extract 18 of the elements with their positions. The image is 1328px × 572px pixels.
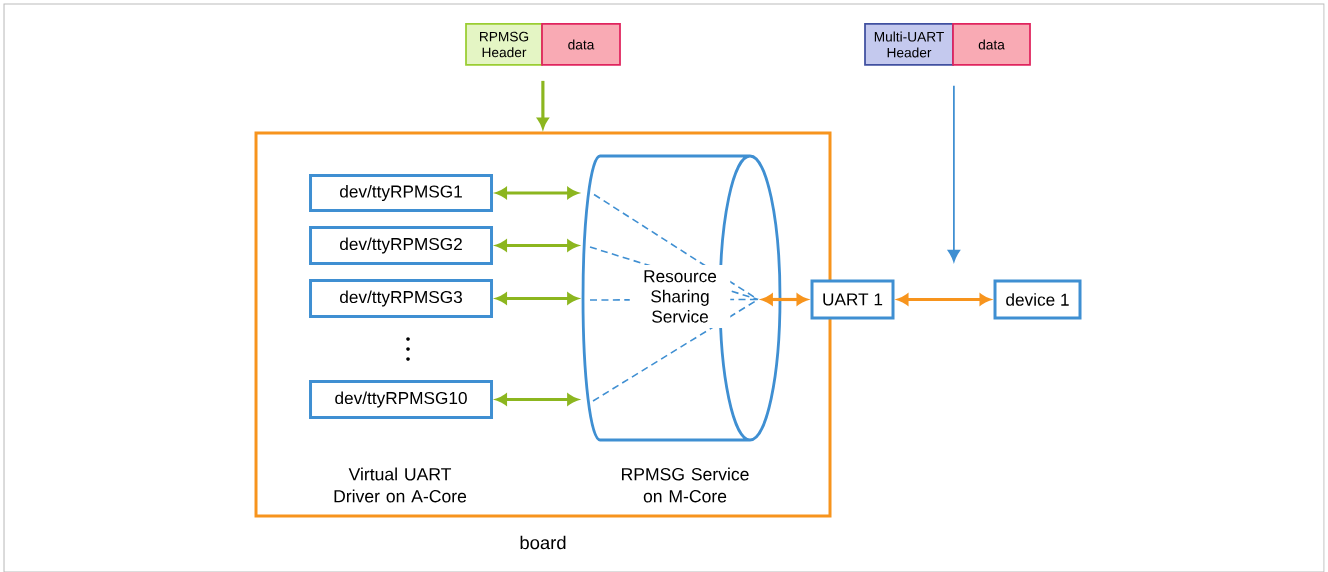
device-box: device 1 [993,279,1082,320]
arrow [537,80,549,129]
node-label: Resource Sharing Service [644,270,717,323]
device-box: UART 1 [810,279,895,320]
device-box: dev/ttyRPMSG1 [309,174,493,212]
arrow [947,85,960,262]
device-box: dev/ttyRPMSG10 [309,380,493,419]
caption-text: Virtual UART Driver on A-Core [334,467,467,503]
packet-field: RPMSG Header [465,23,543,66]
arrow [496,187,579,199]
packet-field: data [952,23,1031,66]
packet-field: data [541,23,621,66]
caption-text: RPMSG Service on M-Core [622,467,749,503]
service-cylinder: Resource Sharing Service [629,265,731,328]
device-box: dev/ttyRPMSG3 [309,279,493,318]
node-label: board [520,535,566,550]
packet-field: Multi-UART Header [864,23,954,66]
device-box: dev/ttyRPMSG2 [309,226,493,265]
